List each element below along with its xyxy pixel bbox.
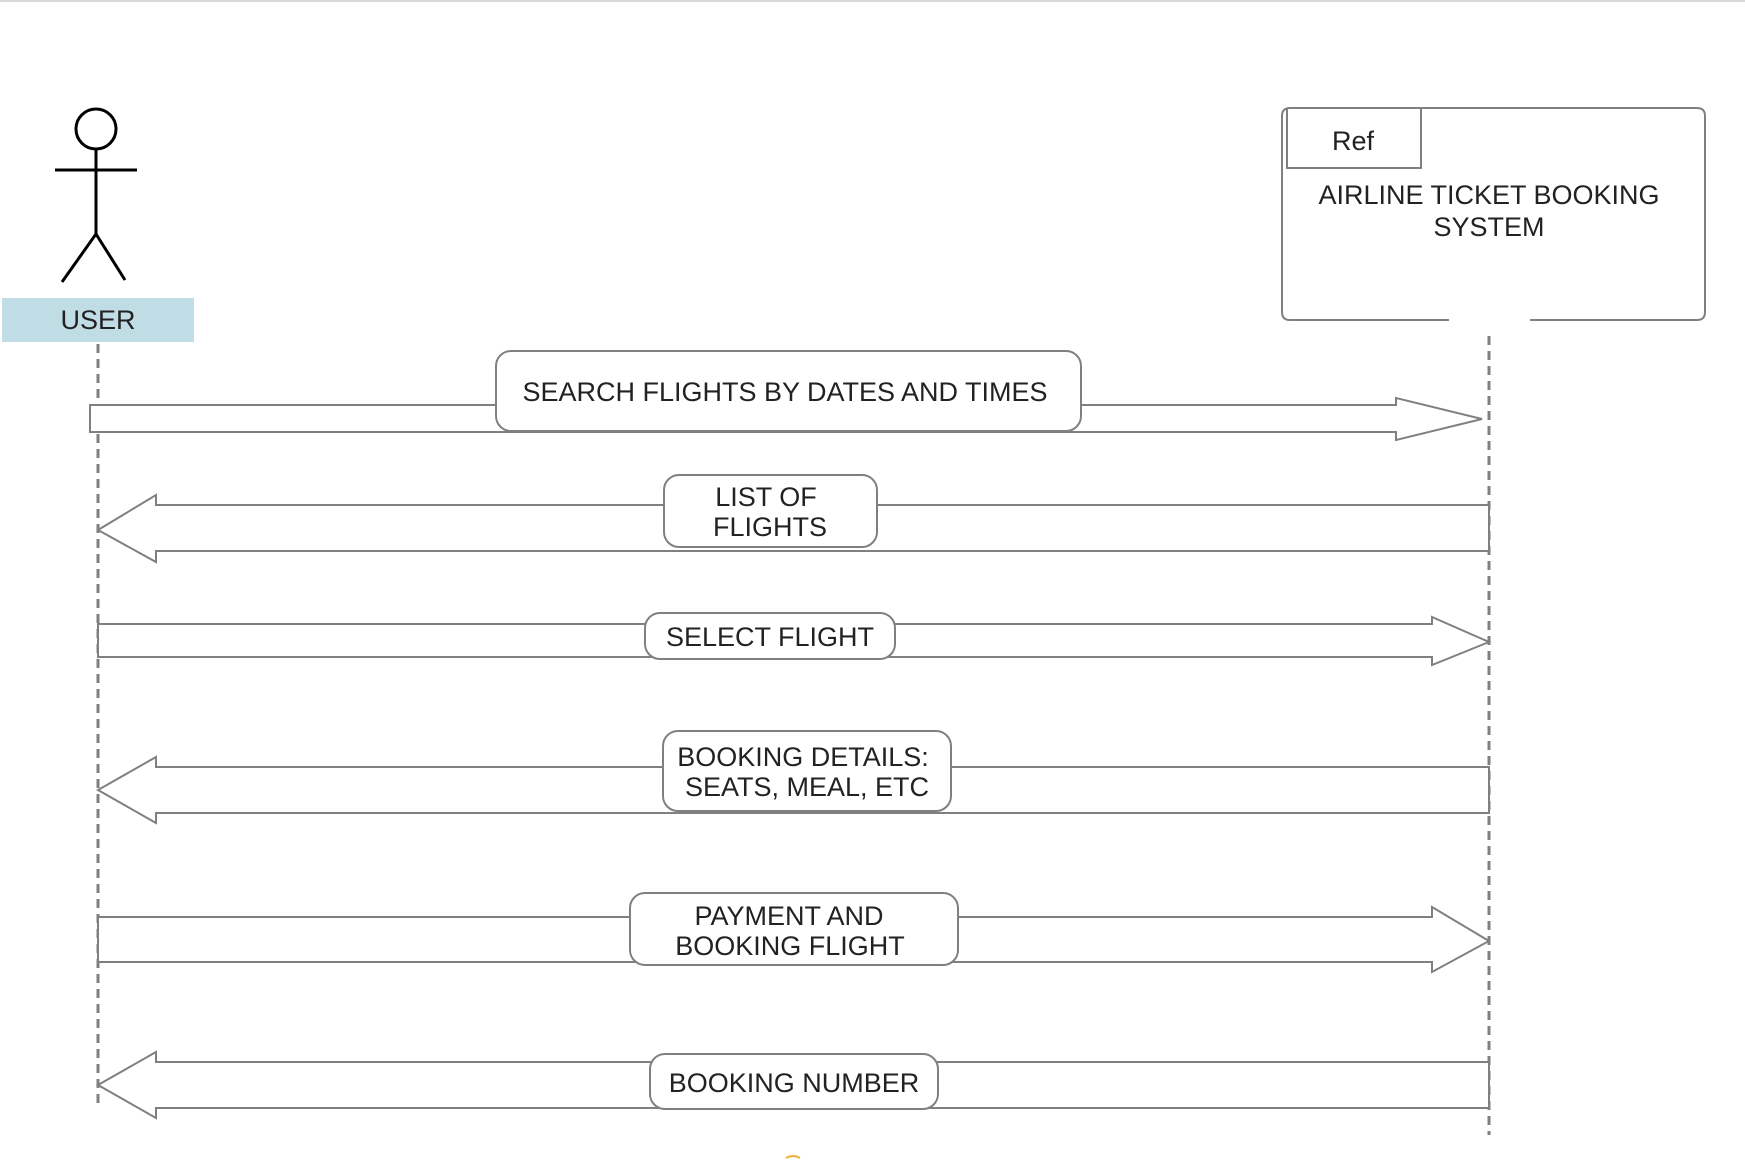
message-label-box [663,474,878,548]
system-title-line-1: AIRLINE TICKET BOOKING [1318,180,1659,210]
user-actor-name: USER [60,305,135,335]
message-label-box [644,612,896,660]
message-search-flights: SEARCH FLIGHTS BY DATES AND TIMES [89,350,1483,442]
message-label: SEARCH FLIGHTS BY DATES AND TIMES [522,377,1047,407]
message-label-box [662,730,952,812]
message-payment-booking: PAYMENT AND BOOKING FLIGHT [97,892,1492,974]
ref-tag-box [1286,108,1422,169]
top-border [0,0,1745,2]
message-label: BOOKING NUMBER [669,1068,920,1098]
message-label-line-2: BOOKING FLIGHT [675,931,905,961]
message-label-line-1: PAYMENT AND [694,901,883,931]
message-label-line-2: FLIGHTS [713,512,827,542]
message-label-line-1: LIST OF [715,482,817,512]
system-frame: Ref AIRLINE TICKET BOOKING SYSTEM [1281,107,1706,321]
message-label-box [495,350,1082,432]
message-label-box [649,1053,939,1110]
user-actor-icon [55,107,137,283]
message-label-box [629,892,959,966]
system-title-line-2: SYSTEM [1433,212,1544,242]
message-booking-details: BOOKING DETAILS: SEATS, MEAL, ETC [95,730,1490,825]
user-actor-label: USER [2,298,194,342]
message-label-line-1: BOOKING DETAILS: [677,742,929,772]
decorative-mark [785,1155,801,1159]
message-select-flight: SELECT FLIGHT [97,612,1492,667]
message-list-of-flights: LIST OF FLIGHTS [96,474,1490,564]
message-label: SELECT FLIGHT [666,622,874,652]
message-booking-number: BOOKING NUMBER [95,1050,1490,1120]
ref-tag: Ref [1332,126,1375,156]
message-label-line-2: SEATS, MEAL, ETC [685,772,929,802]
